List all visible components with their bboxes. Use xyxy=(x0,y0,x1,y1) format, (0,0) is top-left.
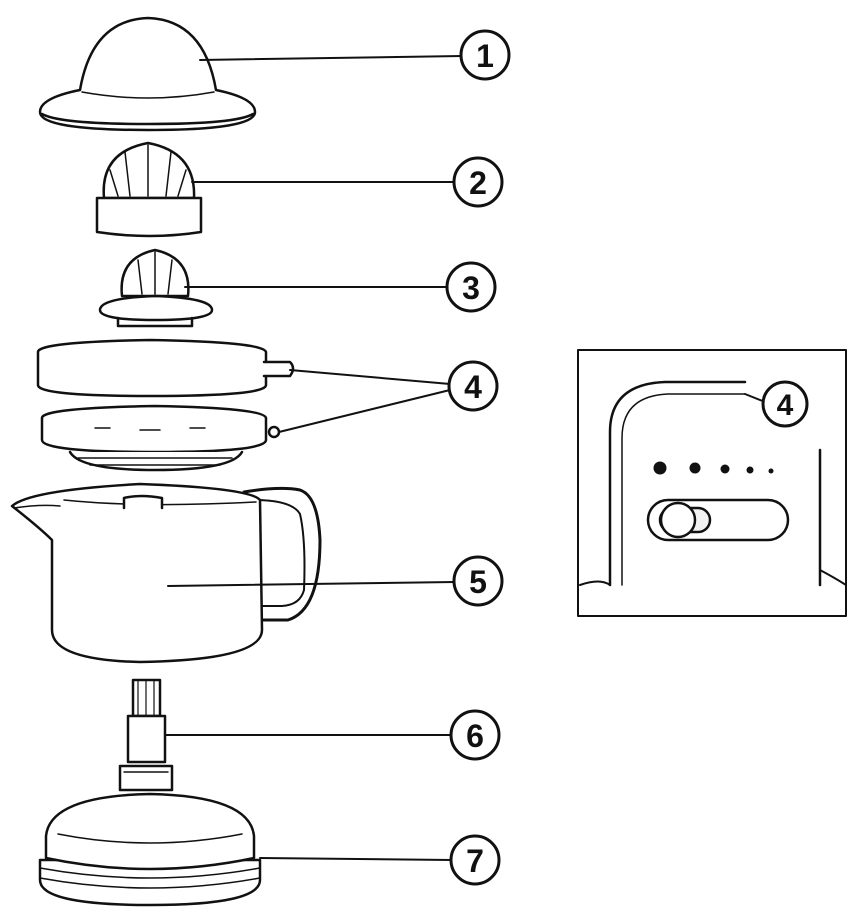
inset-leader-line xyxy=(744,393,766,403)
callout-4: 4 xyxy=(447,360,499,412)
callout-4-label: 4 xyxy=(464,369,482,405)
sieve-upper xyxy=(36,338,295,398)
callout-6: 6 xyxy=(449,709,501,761)
leader-line-4b xyxy=(278,389,451,433)
callout-3: 3 xyxy=(445,261,497,313)
pulp-control-inset: 4 xyxy=(577,349,847,617)
callout-5-label: 5 xyxy=(469,564,487,600)
small-reamer-cone xyxy=(98,248,214,328)
sieve-lower xyxy=(40,404,281,472)
leader-line-5 xyxy=(167,581,456,587)
callouts: 1 2 3 4 5 6 7 xyxy=(445,29,511,886)
dust-cover xyxy=(38,16,257,132)
callout-2-label: 2 xyxy=(469,165,487,201)
leader-line-1 xyxy=(199,55,463,61)
callout-3-label: 3 xyxy=(462,270,480,306)
callout-1: 1 xyxy=(459,29,511,81)
inset-callout-4: 4 xyxy=(761,380,809,428)
callout-7: 7 xyxy=(449,834,501,886)
large-reamer-cone xyxy=(95,141,203,238)
pulp-slider-switch xyxy=(646,498,790,542)
motor-base xyxy=(38,792,262,907)
callout-5: 5 xyxy=(452,555,504,607)
callout-2: 2 xyxy=(452,156,504,208)
callout-7-label: 7 xyxy=(466,843,484,879)
callout-1-label: 1 xyxy=(476,38,494,74)
leader-line-4a xyxy=(289,369,451,385)
drive-spindle xyxy=(118,678,174,792)
leader-lines xyxy=(164,55,463,861)
inset-callout-4-label: 4 xyxy=(777,389,794,422)
callout-6-label: 6 xyxy=(466,718,484,754)
juice-jug xyxy=(10,482,322,664)
inset-frame xyxy=(577,349,847,617)
pulp-level-dots xyxy=(653,461,774,475)
leader-line-7 xyxy=(259,857,453,861)
